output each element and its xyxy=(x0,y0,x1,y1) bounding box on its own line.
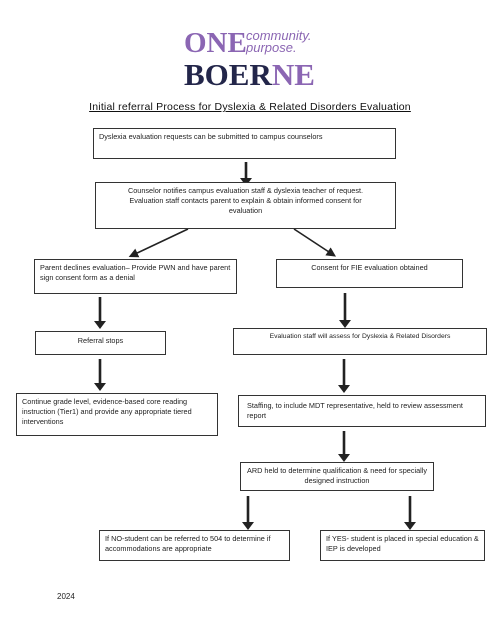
box-staffing: Staffing, to include MDT representative,… xyxy=(238,395,486,427)
arrow-counselor-to-consent xyxy=(293,228,337,257)
box-if-no: If NO-student can be referred to 504 to … xyxy=(99,530,290,561)
logo-tagline-purpose: purpose. xyxy=(245,40,297,55)
footer-year: 2024 xyxy=(57,592,75,601)
logo-graphic: ONE community. purpose. BOERNE xyxy=(184,27,315,90)
logo-boerne-text: BOERNE xyxy=(184,57,315,90)
box-referral-stops: Referral stops xyxy=(35,331,166,355)
box-continue-instruction: Continue grade level, evidence-based cor… xyxy=(16,393,218,436)
box-parent-declines: Parent declines evaluation– Provide PWN … xyxy=(34,259,237,294)
box-requests: Dyslexia evaluation requests can be subm… xyxy=(93,128,396,159)
logo-one-text: ONE xyxy=(184,27,247,59)
page-title: Initial referral Process for Dyslexia & … xyxy=(89,101,411,113)
box-counselor-notifies: Counselor notifies campus evaluation sta… xyxy=(95,182,396,229)
logo-boerne-accent: NE xyxy=(272,57,315,90)
logo-boerne-dark: BOER xyxy=(184,57,272,90)
box-consent-obtained: Consent for FIE evaluation obtained xyxy=(276,259,463,288)
one-boerne-logo: ONE community. purpose. BOERNE xyxy=(0,22,500,90)
box-ard-held: ARD held to determine qualification & ne… xyxy=(240,462,434,491)
box-if-yes: If YES- student is placed in special edu… xyxy=(320,530,485,561)
arrow-counselor-to-declines xyxy=(128,228,189,258)
box-evaluation-assess: Evaluation staff will assess for Dyslexi… xyxy=(233,328,487,355)
logo-tagline-community: community. xyxy=(246,28,312,43)
